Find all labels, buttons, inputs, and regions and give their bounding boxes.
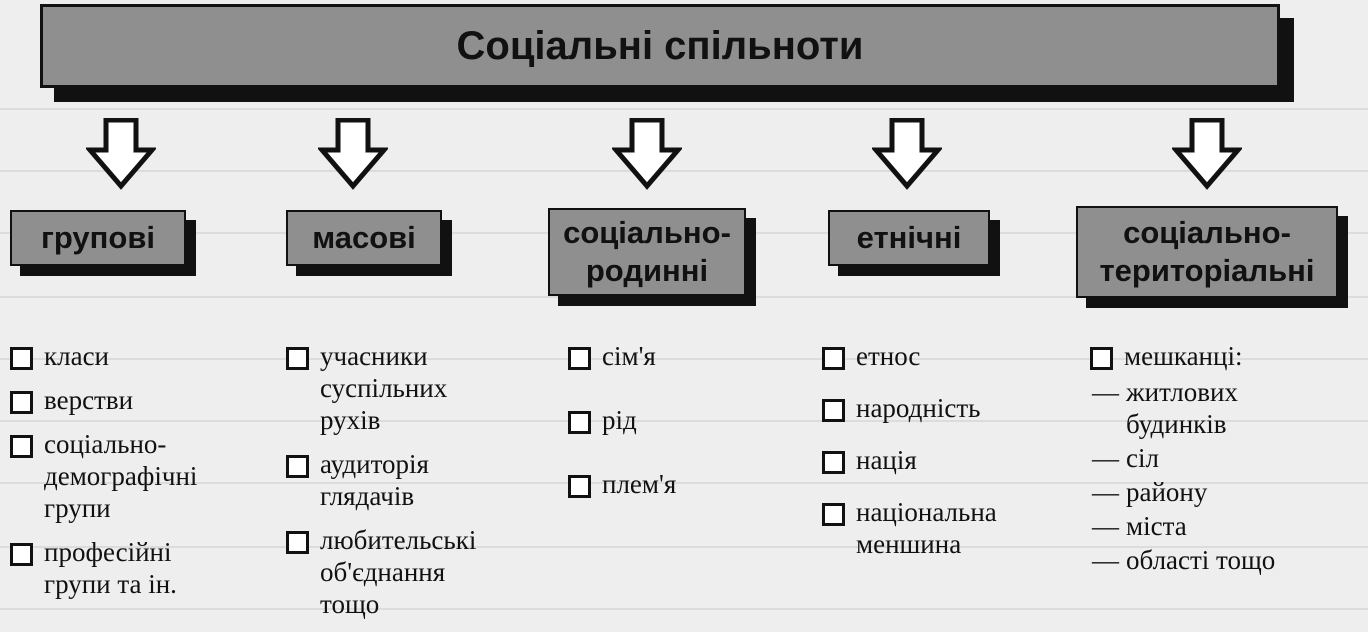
category-label: родинні: [585, 253, 709, 288]
list-item: сім'я: [566, 340, 806, 372]
column-sotsialno-rodynni: сім'я рід плем'я: [566, 340, 806, 512]
category-label: групові: [40, 220, 155, 255]
checkbox-square-icon: [822, 399, 845, 422]
checkbox-square-icon: [568, 347, 591, 370]
checkbox-square-icon: [10, 391, 33, 414]
category-label: територіальні: [1099, 253, 1315, 288]
category-box-groupovi: групові: [10, 210, 186, 266]
category-box-sotsialno-terytorialni: соціально- територіальні: [1076, 206, 1338, 298]
list-item: нація: [820, 444, 1070, 476]
category-label: масові: [312, 220, 416, 255]
checkbox-square-icon: [1090, 347, 1113, 370]
arrow-down-icon: [612, 118, 682, 190]
checkbox-square-icon: [822, 503, 845, 526]
diagram-title: Соціальні спільноти: [456, 23, 864, 68]
list-item: мешканці:: [1088, 340, 1358, 372]
checkbox-square-icon: [286, 531, 309, 554]
category-label: соціально-: [1123, 215, 1291, 250]
category-label: соціально-: [563, 215, 731, 250]
checkbox-square-icon: [10, 347, 33, 370]
category-label: етнічні: [856, 220, 962, 255]
dash-bullet: —: [1092, 511, 1119, 541]
checkbox-square-icon: [568, 475, 591, 498]
list-item: плем'я: [566, 468, 806, 500]
arrow-down-icon: [318, 118, 388, 190]
checkbox-square-icon: [822, 347, 845, 370]
arrow-down-icon: [872, 118, 942, 190]
title-box: Соціальні спільноти: [40, 4, 1280, 88]
arrow-down-icon: [86, 118, 156, 190]
checkbox-square-icon: [568, 411, 591, 434]
sub-list-item: —району: [1092, 477, 1208, 507]
dash-bullet: —: [1092, 477, 1119, 507]
dash-bullet: —: [1092, 443, 1119, 473]
checkbox-square-icon: [10, 543, 33, 566]
sub-list-item: —області тощо: [1092, 545, 1276, 575]
list-item: народність: [820, 392, 1070, 424]
checkbox-square-icon: [822, 451, 845, 474]
checkbox-square-icon: [286, 347, 309, 370]
list-item: рід: [566, 404, 806, 436]
category-box-etnichni: етнічні: [828, 210, 990, 266]
sub-list-item: —сіл: [1092, 443, 1159, 473]
arrow-down-icon: [1172, 118, 1242, 190]
list-item: верстви: [8, 384, 278, 416]
category-box-masovi: масові: [286, 210, 442, 266]
category-box-sotsialno-rodynni: соціально- родинні: [548, 208, 746, 296]
dash-bullet: —: [1092, 545, 1119, 575]
checkbox-square-icon: [10, 435, 33, 458]
sub-list-item: —міста: [1092, 511, 1187, 541]
list-item: етнос: [820, 340, 1070, 372]
checkbox-square-icon: [286, 455, 309, 478]
dash-bullet: —: [1092, 377, 1119, 407]
list-item: класи: [8, 340, 278, 372]
